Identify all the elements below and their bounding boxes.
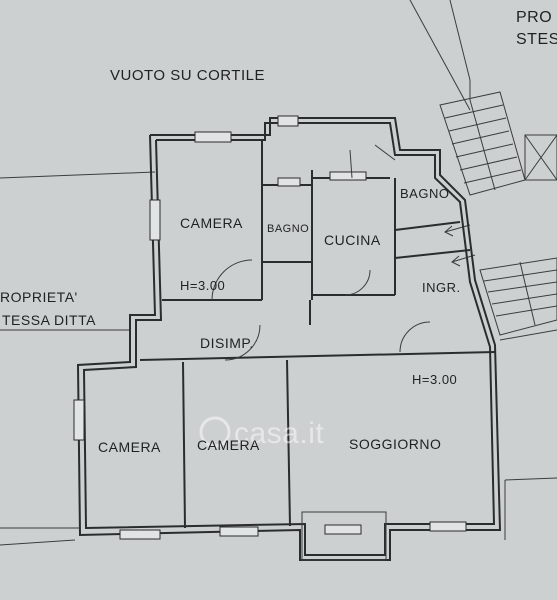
height-soggiorno: H=3.00 — [412, 372, 457, 387]
windows — [73, 115, 467, 540]
room-bagno: BAGNO — [400, 186, 449, 201]
neighbor-right-label-2: STES — [516, 31, 557, 48]
room-ingresso: INGR. — [422, 280, 461, 295]
room-camera-top: CAMERA — [180, 215, 243, 231]
watermark: casa.it — [199, 416, 324, 450]
room-disimpegno: DISIMP. — [200, 335, 254, 351]
neighbor-right-label-1: PRO — [516, 9, 552, 26]
watermark-text: casa.it — [234, 417, 324, 450]
context-lines — [0, 0, 557, 546]
room-camera-left: CAMERA — [98, 439, 161, 455]
neighbor-left-label-2: TESSA DITTA — [2, 312, 96, 328]
staircase-lower — [479, 257, 557, 336]
room-soggiorno: SOGGIORNO — [349, 436, 441, 452]
door-swings — [211, 144, 431, 361]
apartment-walls — [76, 117, 502, 561]
staircase-upper — [439, 91, 557, 196]
outside-top-label: VUOTO SU CORTILE — [110, 67, 265, 84]
room-cucina: CUCINA — [324, 232, 381, 248]
room-camera-mid: CAMERA — [197, 437, 260, 453]
neighbor-left-label-1: ROPRIETA' — [0, 289, 78, 305]
balcony — [301, 511, 387, 561]
room-bagno-small: BAGNO — [267, 223, 309, 235]
height-camera-top: H=3.00 — [180, 278, 225, 293]
